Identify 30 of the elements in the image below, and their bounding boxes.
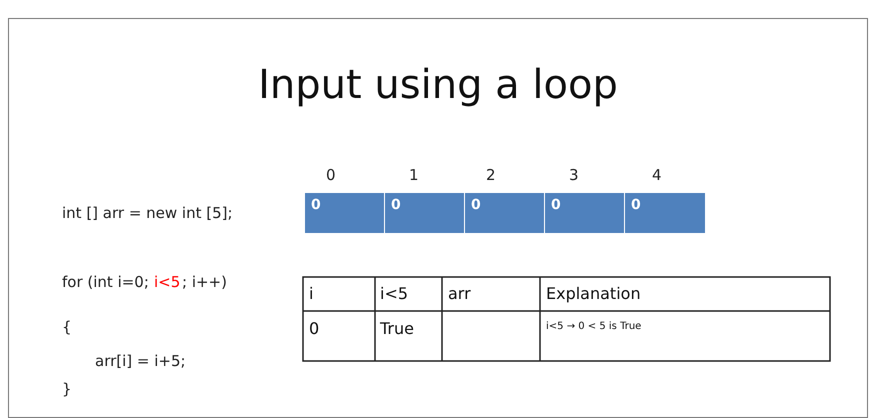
code-line: } bbox=[62, 380, 72, 398]
index-number: 3 bbox=[569, 166, 579, 184]
table-header: i bbox=[309, 284, 314, 303]
array-cell bbox=[545, 193, 624, 233]
array-cell bbox=[465, 193, 544, 233]
index-number: 2 bbox=[486, 166, 496, 184]
array-cell bbox=[305, 193, 384, 233]
index-number: 0 bbox=[326, 166, 336, 184]
code-line: arr[i] = i+5; bbox=[95, 352, 186, 370]
table-value: True bbox=[380, 319, 414, 338]
code-line: i<5 bbox=[154, 273, 180, 291]
code-line: ; i++) bbox=[182, 273, 227, 291]
code-line: for (int i=0; bbox=[62, 273, 149, 291]
code-line: { bbox=[62, 318, 72, 336]
code-line: int [] arr = new int [5]; bbox=[62, 204, 233, 222]
table-header: Explanation bbox=[546, 284, 641, 303]
cell-value: 0 bbox=[311, 197, 321, 213]
cell-value: 0 bbox=[551, 197, 561, 213]
array-cell bbox=[385, 193, 464, 233]
cell-value: 0 bbox=[631, 197, 641, 213]
cell-value: 0 bbox=[391, 197, 401, 213]
array-cell bbox=[625, 193, 705, 233]
table-header: i<5 bbox=[380, 284, 408, 303]
explanation-text: i<5 → 0 < 5 is True bbox=[546, 321, 642, 332]
table-header: arr bbox=[448, 284, 471, 303]
slide-title: Input using a loop bbox=[257, 62, 619, 108]
index-number: 1 bbox=[409, 166, 419, 184]
index-number: 4 bbox=[652, 166, 662, 184]
table-value: 0 bbox=[309, 319, 320, 338]
cell-value: 0 bbox=[471, 197, 481, 213]
